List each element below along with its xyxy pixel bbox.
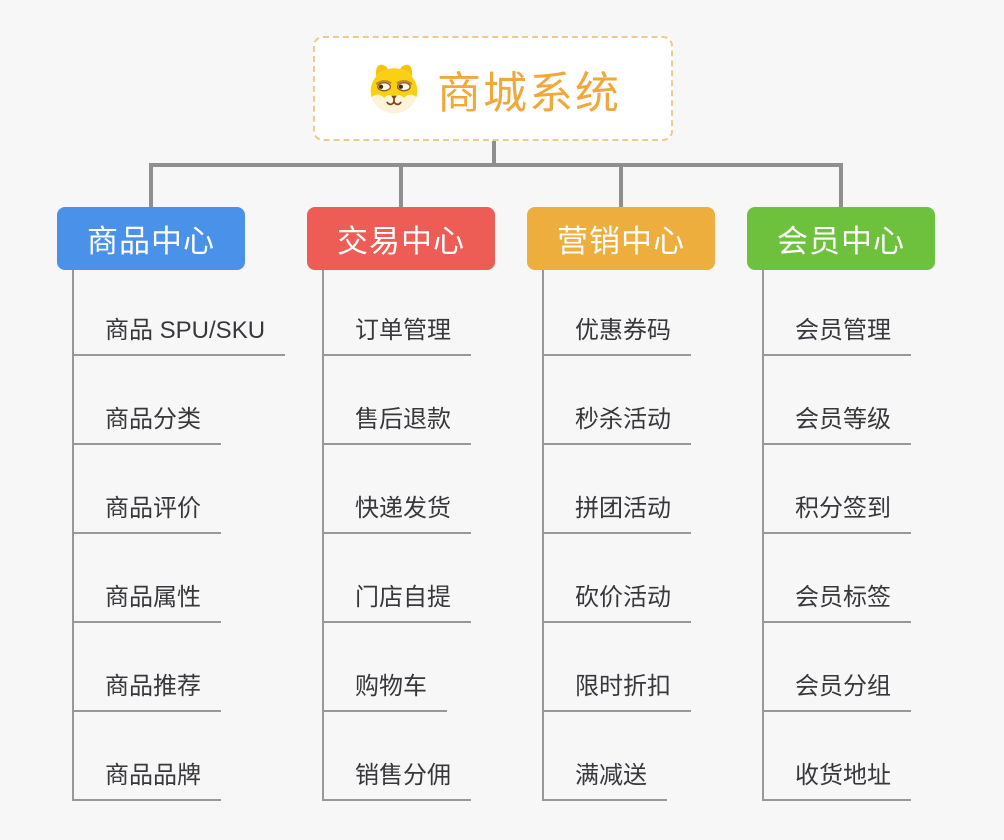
- child-node[interactable]: 门店自提: [322, 583, 471, 623]
- child-node[interactable]: 会员等级: [762, 405, 911, 445]
- branch-label: 商品中心: [87, 224, 215, 259]
- connector-trunk-product: [72, 270, 74, 801]
- child-node[interactable]: 会员分组: [762, 672, 911, 712]
- root-node-label: 商城系统: [437, 68, 621, 118]
- branch-node-member-center[interactable]: 会员中心: [747, 207, 935, 270]
- child-node[interactable]: 会员管理: [762, 316, 911, 356]
- child-node[interactable]: 会员标签: [762, 583, 911, 623]
- child-node[interactable]: 秒杀活动: [542, 405, 691, 445]
- branch-label: 交易中心: [337, 224, 465, 259]
- branch-node-marketing-center[interactable]: 营销中心: [527, 207, 715, 270]
- shiba-dog-icon: [370, 64, 418, 113]
- branch-label: 营销中心: [557, 224, 685, 259]
- connector-drop-trade: [399, 165, 403, 207]
- branch-node-trade-center[interactable]: 交易中心: [307, 207, 495, 270]
- connector-trunk-trade: [322, 270, 324, 801]
- child-node[interactable]: 订单管理: [322, 316, 471, 356]
- child-node[interactable]: 销售分佣: [322, 761, 471, 801]
- branch-label: 会员中心: [777, 224, 905, 259]
- connector-trunk-member: [762, 270, 764, 801]
- child-node[interactable]: 商品分类: [72, 405, 221, 445]
- connector-drop-marketing: [619, 165, 623, 207]
- connector-trunk-marketing: [542, 270, 544, 801]
- child-node[interactable]: 拼团活动: [542, 494, 691, 534]
- child-node[interactable]: 满减送: [542, 761, 667, 801]
- connector-horizontal-bar: [149, 163, 843, 167]
- child-node[interactable]: 收货地址: [762, 761, 911, 801]
- child-node[interactable]: 商品推荐: [72, 672, 221, 712]
- connector-root-stub: [492, 141, 496, 167]
- child-node[interactable]: 售后退款: [322, 405, 471, 445]
- child-node[interactable]: 商品属性: [72, 583, 221, 623]
- child-node[interactable]: 砍价活动: [542, 583, 691, 623]
- root-node[interactable]: 商城系统: [313, 36, 673, 141]
- connector-drop-product: [149, 165, 153, 207]
- child-node[interactable]: 积分签到: [762, 494, 911, 534]
- child-node[interactable]: 商品品牌: [72, 761, 221, 801]
- child-node[interactable]: 商品评价: [72, 494, 221, 534]
- child-node[interactable]: 商品 SPU/SKU: [72, 316, 286, 356]
- child-node[interactable]: 购物车: [322, 672, 447, 712]
- branch-node-product-center[interactable]: 商品中心: [57, 207, 245, 270]
- child-node[interactable]: 快递发货: [322, 494, 471, 534]
- child-node[interactable]: 限时折扣: [542, 672, 691, 712]
- child-node[interactable]: 优惠券码: [542, 316, 691, 356]
- connector-drop-member: [839, 165, 843, 207]
